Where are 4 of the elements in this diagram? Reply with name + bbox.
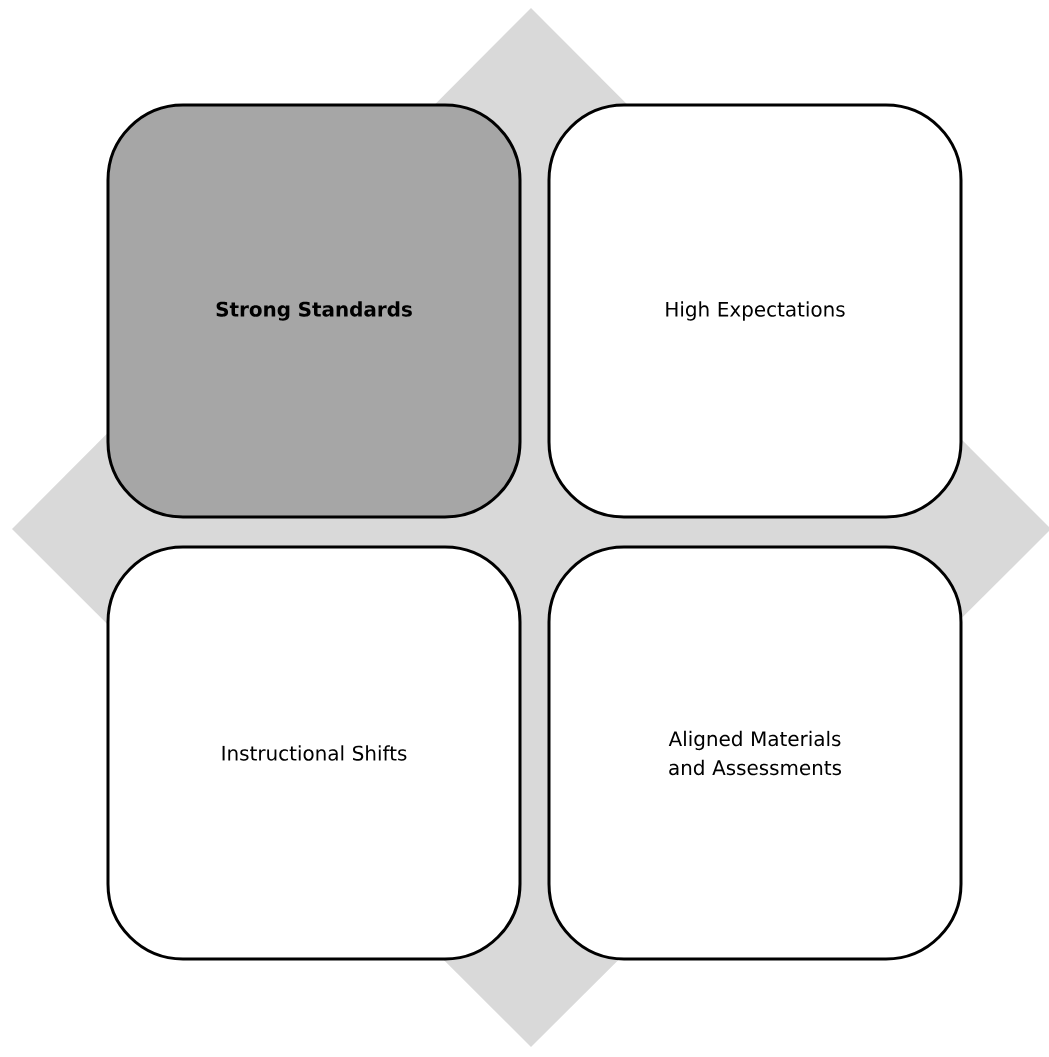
rounded-box: Strong Standards	[106, 103, 522, 519]
rounded-box: Instructional Shifts	[106, 545, 522, 961]
rounded-box: Aligned Materials and Assessments	[547, 545, 963, 961]
rounded-box: High Expectations	[547, 103, 963, 519]
